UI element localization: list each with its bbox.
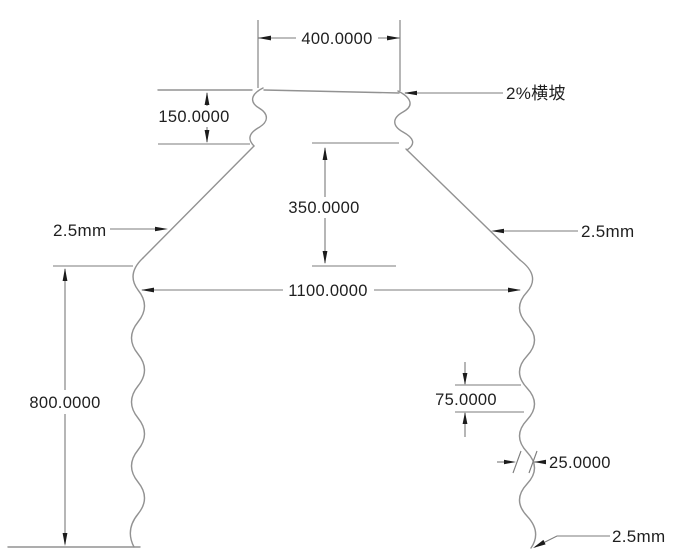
left-slope-line: [142, 145, 255, 259]
arrow-75-down: [462, 373, 468, 385]
arrow-25-left: [534, 459, 546, 465]
arrow-1100-left: [141, 287, 154, 293]
dim-25-tick-left: [512, 450, 522, 474]
dim-label-shoulder-height: 150.0000: [158, 108, 229, 126]
arrow-150-up: [204, 92, 210, 105]
break-line-left-column: [129, 257, 146, 548]
arrow-25-right: [504, 459, 516, 465]
arrow-cross-slope: [404, 90, 417, 96]
arrow-800-down: [62, 533, 68, 546]
arrow-350-down: [322, 251, 328, 264]
arrow-150-down: [204, 130, 210, 143]
leader-label-bottom-right-slope: 2.5mm: [612, 527, 665, 546]
leader-label-cross-slope: 2%横坡: [506, 84, 566, 103]
geometry: [7, 87, 537, 549]
arrow-75-up: [462, 412, 468, 424]
dim-25-tick-right: [528, 450, 538, 474]
arrow-350-up: [322, 147, 328, 160]
break-line-top-right: [394, 90, 414, 151]
leader-label-right-slope: 2.5mm: [581, 222, 634, 241]
dim-label-wave-width: 25.0000: [549, 454, 611, 472]
arrow-right-slope: [491, 228, 504, 234]
break-line-top-left: [249, 87, 268, 147]
leader-bottom-right-slope: [534, 535, 610, 548]
break-line-right-column: [518, 259, 537, 549]
dim-label-wave-pitch: 75.0000: [435, 391, 497, 409]
right-slope-line: [405, 148, 521, 261]
dim-label-base-width: 1100.0000: [288, 282, 367, 300]
dim-label-lower-height: 800.0000: [29, 394, 100, 412]
arrow-left-slope: [155, 226, 168, 232]
dim-label-upper-height: 350.0000: [288, 199, 359, 217]
arrow-1100-right: [508, 287, 521, 293]
arrow-bottom-right-slope: [533, 539, 546, 548]
arrow-800-up: [62, 268, 68, 281]
labels: 400.0000 150.0000 350.0000 1100.0000 800…: [29, 30, 665, 546]
arrow-400-right: [387, 35, 400, 41]
arrow-400-left: [258, 35, 271, 41]
dim-label-top-width: 400.0000: [301, 30, 372, 48]
road-surface-line: [263, 89, 400, 94]
leader-label-left-slope: 2.5mm: [53, 221, 106, 240]
arrowheads: [62, 35, 546, 548]
